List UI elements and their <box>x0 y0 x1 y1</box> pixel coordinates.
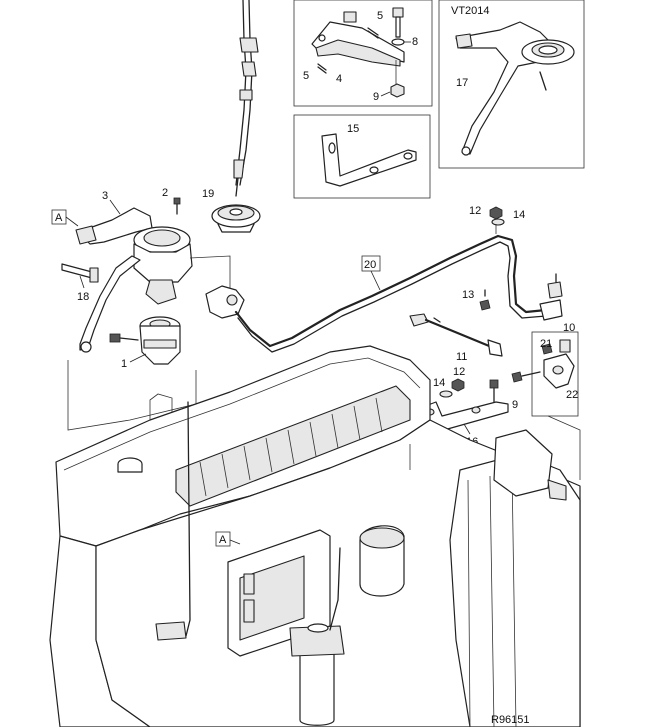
inset-bracket-assembly <box>293 0 433 107</box>
callout-8: 8 <box>412 36 418 48</box>
callout-11: 11 <box>456 351 467 363</box>
callout-5b: 5 <box>303 70 309 82</box>
oil-pump-bracket <box>61 197 193 353</box>
callout-1: 1 <box>121 358 127 370</box>
callout-10: 10 <box>563 322 575 334</box>
callout-22: 22 <box>566 389 578 401</box>
grommet-19 <box>211 204 261 233</box>
callout-9b: 9 <box>512 399 518 411</box>
ref-code: VT2014 <box>451 5 490 17</box>
callout-15: 15 <box>347 123 359 135</box>
oil-pipe-20 <box>205 234 563 353</box>
connector-22 <box>511 331 579 417</box>
rod-11 <box>409 313 503 357</box>
callout-5a: 5 <box>377 10 383 22</box>
callout-2: 2 <box>162 187 168 199</box>
callout-4: 4 <box>336 73 342 85</box>
callout-12b: 12 <box>453 366 465 378</box>
engine-block <box>49 345 581 727</box>
callout-19: 19 <box>202 188 214 200</box>
inset-support-arm <box>438 0 585 169</box>
dipstick-tube <box>233 0 259 197</box>
callout-13a: 13 <box>462 289 474 301</box>
oil-pump-1 <box>109 316 181 365</box>
figure-code: R96151 <box>491 714 530 726</box>
callout-21: 21 <box>540 338 552 350</box>
callout-17: 17 <box>456 77 468 89</box>
ref-marker-top: A <box>55 212 63 224</box>
callout-14b: 14 <box>433 377 445 389</box>
callout-3: 3 <box>102 190 108 202</box>
callout-20: 20 <box>364 259 376 271</box>
inset-bracket-15 <box>293 114 431 199</box>
ref-marker-bottom: A <box>219 534 227 546</box>
callout-12a: 12 <box>469 205 481 217</box>
callout-9a: 9 <box>373 91 379 103</box>
callout-18: 18 <box>77 291 89 303</box>
callout-14a: 14 <box>513 209 525 221</box>
